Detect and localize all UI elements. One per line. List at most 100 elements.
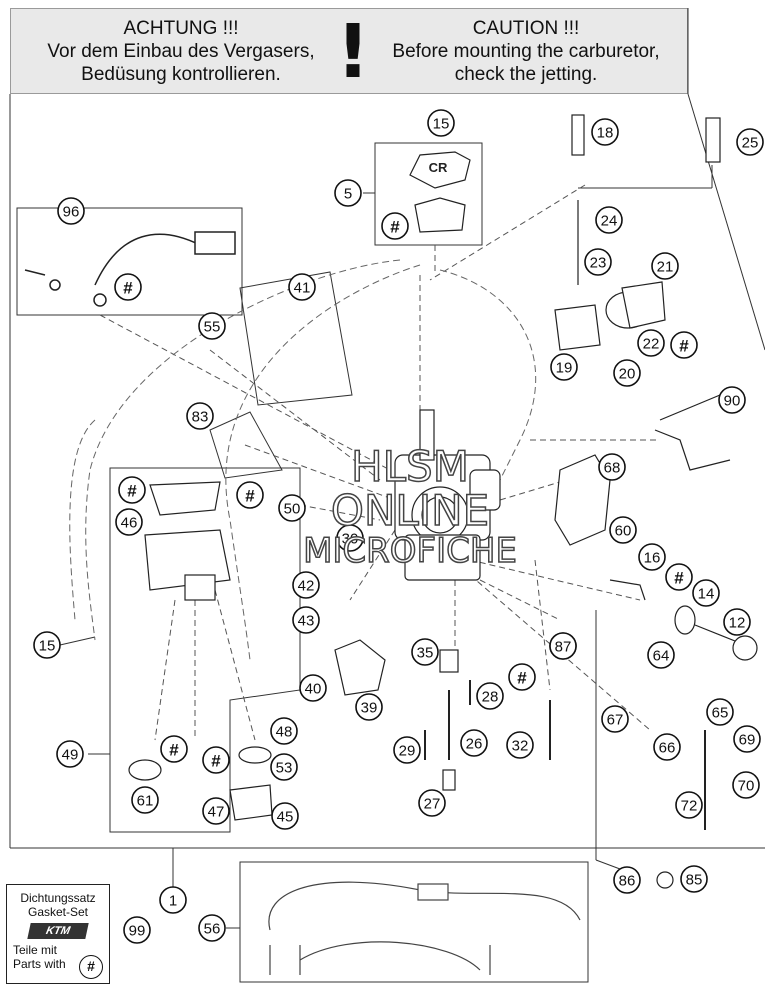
callout-28-17-label: 28 <box>482 689 499 706</box>
callout-1-0: 1 <box>159 886 187 914</box>
callout-18-7-label: 18 <box>597 125 614 142</box>
gasket-hash-marker: # <box>79 955 103 979</box>
caution-line2-english: check the jetting. <box>454 64 598 85</box>
hash-marker-1-label: # <box>123 279 133 298</box>
callout-83-47-label: 83 <box>192 409 209 426</box>
callout-46-28-label: 46 <box>121 515 138 532</box>
callout-16-6: 16 <box>638 543 666 571</box>
callout-53-33: 53 <box>270 753 298 781</box>
throttle-cover-part <box>409 151 471 233</box>
callout-60-36-label: 60 <box>615 523 632 540</box>
hash-marker-6-label: # <box>517 669 527 688</box>
callout-22-11-label: 22 <box>643 336 660 353</box>
throttle-valve-part <box>554 114 721 351</box>
hash-marker-4: # <box>236 481 264 509</box>
callout-67-42: 67 <box>601 705 629 733</box>
ktm-logo: KTM <box>27 923 89 939</box>
callout-35-21-label: 35 <box>417 645 434 662</box>
callout-41-24: 41 <box>288 273 316 301</box>
callout-69-44-label: 69 <box>739 732 756 749</box>
callout-60-36: 60 <box>609 516 637 544</box>
callout-42-25: 42 <box>292 571 320 599</box>
callout-15-5-label: 15 <box>39 638 56 655</box>
callout-48-30-label: 48 <box>276 724 293 741</box>
hash-marker-8: # <box>202 746 230 774</box>
callout-27-16: 27 <box>418 789 446 817</box>
callout-47-29: 47 <box>202 797 230 825</box>
callout-48-30: 48 <box>270 717 298 745</box>
callout-69-44: 69 <box>733 725 761 753</box>
hash-marker-2: # <box>670 331 698 359</box>
caution-line1-english: Before mounting the carburetor, <box>392 41 660 62</box>
callout-25-14: 25 <box>736 128 764 156</box>
callout-40-23-label: 40 <box>305 681 322 698</box>
callout-64-39: 64 <box>647 641 675 669</box>
callout-86-49: 86 <box>613 866 641 894</box>
hash-marker-6: # <box>508 663 536 691</box>
callout-24-13-label: 24 <box>601 213 618 230</box>
hash-marker-5-label: # <box>674 569 684 588</box>
callout-56-35: 56 <box>198 914 226 942</box>
callout-49-31: 49 <box>56 740 84 768</box>
throttle-linkage-parts <box>554 394 758 889</box>
callout-20-9-label: 20 <box>619 366 636 383</box>
callout-21-10-label: 21 <box>657 259 674 276</box>
box-hose-set <box>239 861 589 983</box>
callout-72-46-label: 72 <box>681 798 698 815</box>
hash-marker-layer: ######### <box>114 212 698 774</box>
callout-12-2-label: 12 <box>729 615 746 632</box>
callout-14-3: 14 <box>692 579 720 607</box>
callout-43-26: 43 <box>292 606 320 634</box>
caution-line1-german: Vor dem Einbau des Vergasers, <box>47 41 315 62</box>
callout-15-5: 15 <box>33 631 61 659</box>
exclamation-icon: ! <box>336 9 370 95</box>
caution-line2-german: Bedüsung kontrollieren. <box>81 64 281 85</box>
gasket-set-box: Dichtungssatz Gasket-Set KTM Teile mit P… <box>6 876 118 984</box>
callout-66-41: 66 <box>653 733 681 761</box>
callout-85-48-label: 85 <box>686 872 703 889</box>
callout-66-41-label: 66 <box>659 740 676 757</box>
gasket-set-line1: Dichtungssatz <box>20 891 96 905</box>
callout-5-1: 5 <box>334 179 362 207</box>
gasket-set-line3: Teile mit <box>13 943 58 957</box>
callout-64-39-label: 64 <box>653 648 670 665</box>
callout-61-37-label: 61 <box>137 793 154 810</box>
callout-50-32-label: 50 <box>284 501 301 518</box>
callout-72-46: 72 <box>675 791 703 819</box>
callout-25-14-label: 25 <box>742 135 759 152</box>
callout-43-26-label: 43 <box>298 613 315 630</box>
hose-set-part <box>268 881 581 975</box>
callout-29-18: 29 <box>393 736 421 764</box>
throttle-cover-label: CR <box>429 160 448 175</box>
callout-65-40-label: 65 <box>712 705 729 722</box>
callout-1-0-label: 1 <box>169 893 177 910</box>
callout-35-21: 35 <box>411 638 439 666</box>
hash-marker-5: # <box>665 563 693 591</box>
callout-45-27-label: 45 <box>277 809 294 826</box>
callout-49-31-label: 49 <box>62 747 79 764</box>
caution-text-german: ACHTUNG !!! Vor dem Einbau des Vergasers… <box>31 17 331 86</box>
callout-96-52-label: 96 <box>63 204 80 221</box>
gasket-set-line2: Gasket-Set <box>27 905 89 919</box>
hash-marker-0-label: # <box>390 218 400 237</box>
callout-85-48: 85 <box>680 865 708 893</box>
callout-12-2: 12 <box>723 608 751 636</box>
callout-46-28: 46 <box>115 508 143 536</box>
hash-marker-2-label: # <box>679 337 689 356</box>
callout-56-35-label: 56 <box>204 921 221 938</box>
carburetor-body <box>394 409 501 581</box>
callout-19-8-label: 19 <box>556 360 573 377</box>
hash-marker-8-label: # <box>211 752 221 771</box>
callout-30-19-label: 30 <box>342 531 359 548</box>
callout-87-50: 87 <box>549 632 577 660</box>
callout-86-49-label: 86 <box>619 873 636 890</box>
callout-23-12: 23 <box>584 248 612 276</box>
callout-14-3-label: 14 <box>698 586 715 603</box>
diagram-frame <box>9 8 765 849</box>
hash-marker-4-label: # <box>245 487 255 506</box>
callout-65-40: 65 <box>706 698 734 726</box>
callout-70-45-label: 70 <box>738 778 755 795</box>
callout-99-53-label: 99 <box>129 923 146 940</box>
